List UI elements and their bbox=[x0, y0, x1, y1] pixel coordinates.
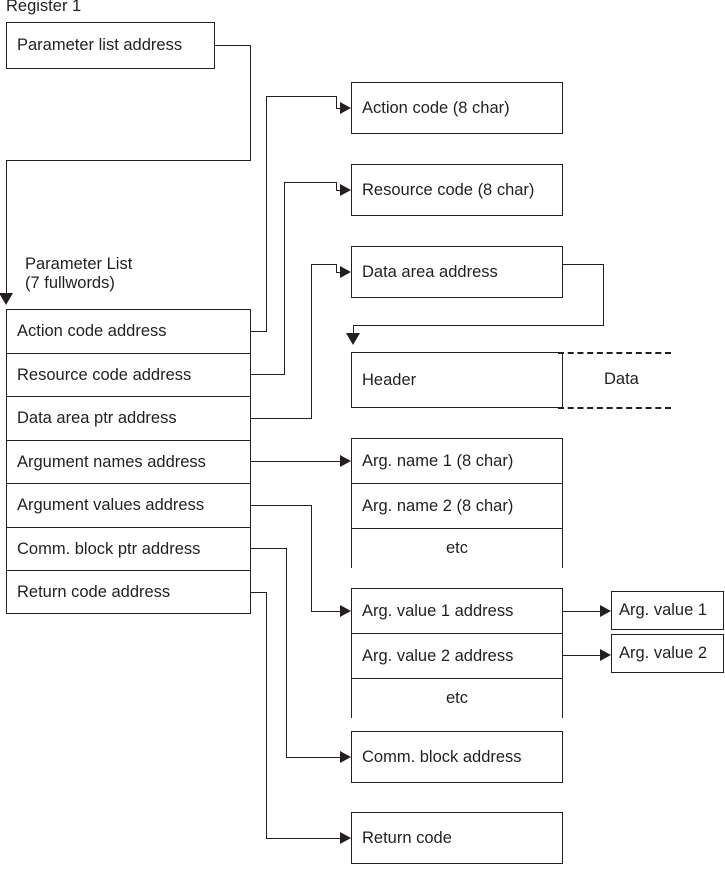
param-row-data-area-ptr-address: Data area ptr address bbox=[17, 409, 177, 428]
data-area-dashed-top bbox=[558, 352, 671, 354]
connector-argvalue1 bbox=[563, 611, 607, 612]
resource-code-box: Resource code (8 char) bbox=[351, 164, 563, 216]
connector-argvalues-in bbox=[311, 611, 347, 612]
arg-value-1-box: Arg. value 1 bbox=[611, 591, 724, 630]
param-row-argument-values-address: Argument values address bbox=[17, 496, 205, 515]
table-row: Arg. value 2 address bbox=[351, 633, 563, 678]
arrow-return-code-icon bbox=[340, 832, 351, 844]
data-label: Data bbox=[604, 370, 639, 388]
table-row: Comm. block ptr address bbox=[6, 526, 251, 570]
argument-values-table: Arg. value 1 address Arg. value 2 addres… bbox=[351, 588, 563, 718]
data-area-dashed-bottom bbox=[558, 406, 671, 409]
connector-dataarea-left bbox=[353, 325, 604, 326]
table-row: Argument names address bbox=[6, 439, 251, 483]
header-label: Header bbox=[362, 370, 417, 389]
connector-action-out bbox=[251, 331, 267, 332]
connector-return-out bbox=[251, 592, 267, 593]
return-code-label: Return code bbox=[362, 828, 452, 847]
arrow-into-header-icon bbox=[346, 333, 360, 345]
param-row-argument-names-address: Argument names address bbox=[17, 452, 206, 471]
comm-block-address-label: Comm. block address bbox=[362, 747, 522, 766]
parameter-list-label-line1: Parameter List bbox=[25, 255, 133, 273]
connector-action-in bbox=[266, 96, 336, 97]
action-code-box: Action code (8 char) bbox=[351, 82, 563, 134]
arg-value-2-address-label: Arg. value 2 address bbox=[362, 646, 514, 665]
arrow-data-area-address-icon bbox=[340, 266, 351, 278]
table-row: Action code address bbox=[6, 309, 251, 353]
register-1-box-label: Parameter list address bbox=[17, 36, 183, 55]
connector-dataarea-out bbox=[563, 264, 604, 265]
arrow-arg-names-icon bbox=[340, 455, 351, 467]
table-row: Resource code address bbox=[6, 352, 251, 396]
arrow-resource-code-icon bbox=[340, 184, 351, 196]
param-row-return-code-address: Return code address bbox=[17, 582, 171, 601]
arg-value-1-target-label: Arg. value 1 bbox=[619, 601, 708, 620]
table-row: Argument values address bbox=[6, 483, 251, 527]
table-row: Return code address bbox=[6, 570, 251, 614]
connector-argvalues-vert bbox=[311, 505, 312, 611]
arg-values-etc-label: etc bbox=[445, 689, 468, 708]
resource-code-label: Resource code (8 char) bbox=[362, 180, 535, 199]
action-code-label: Action code (8 char) bbox=[362, 98, 510, 117]
connector-dataarea-vert bbox=[603, 264, 604, 325]
arrow-arg-value-2-icon bbox=[600, 649, 611, 661]
connector-argnames bbox=[251, 461, 347, 462]
connector-action-vert bbox=[266, 96, 267, 331]
connector-resource-in bbox=[284, 182, 336, 183]
arrow-arg-value-1-icon bbox=[600, 605, 611, 617]
register-1-box: Parameter list address bbox=[6, 22, 215, 69]
arrow-comm-block-icon bbox=[340, 751, 351, 763]
argument-names-table: Arg. name 1 (8 char) Arg. name 2 (8 char… bbox=[351, 438, 563, 568]
comm-block-address-box: Comm. block address bbox=[351, 731, 563, 783]
arg-name-1-label: Arg. name 1 (8 char) bbox=[362, 451, 514, 470]
arg-names-etc-label: etc bbox=[445, 539, 468, 558]
return-code-box: Return code bbox=[351, 812, 563, 864]
header-data-area: Header Data bbox=[351, 352, 671, 409]
connector-argvalues-out bbox=[251, 505, 312, 506]
param-row-resource-code-address: Resource code address bbox=[17, 365, 192, 384]
arrow-action-code-icon bbox=[340, 102, 351, 114]
connector-register-out bbox=[215, 45, 251, 46]
parameter-list-label-line2: (7 fullwords) bbox=[25, 274, 115, 292]
table-row: Arg. name 2 (8 char) bbox=[351, 483, 563, 528]
connector-dataptr-out bbox=[251, 418, 312, 419]
connector-resource-vert bbox=[284, 182, 285, 374]
data-area-address-box: Data area address bbox=[351, 246, 563, 298]
param-row-action-code-address: Action code address bbox=[17, 322, 167, 341]
connector-return-in bbox=[266, 838, 347, 839]
register-label: Register 1 bbox=[6, 0, 82, 15]
table-row: etc bbox=[351, 528, 563, 568]
arg-value-1-address-label: Arg. value 1 address bbox=[362, 601, 514, 620]
table-row: Arg. value 1 address bbox=[351, 588, 563, 633]
connector-register-down bbox=[250, 45, 251, 161]
arrow-arg-values-icon bbox=[340, 605, 351, 617]
arrow-into-parameter-list-icon bbox=[0, 293, 13, 305]
connector-resource-out bbox=[251, 374, 285, 375]
connector-action-drop bbox=[336, 96, 337, 108]
connector-dataptr-vert bbox=[311, 264, 312, 418]
table-row: Arg. name 1 (8 char) bbox=[351, 438, 563, 483]
connector-return-vert bbox=[266, 592, 267, 838]
header-box: Header bbox=[351, 352, 563, 408]
connector-argvalue2 bbox=[563, 655, 607, 656]
connector-comm-in bbox=[286, 757, 347, 758]
connector-dataptr-drop bbox=[336, 264, 337, 272]
connector-dataptr-in bbox=[311, 264, 336, 265]
arg-name-2-label: Arg. name 2 (8 char) bbox=[362, 496, 514, 515]
connector-comm-out bbox=[251, 548, 287, 549]
table-row: Data area ptr address bbox=[6, 396, 251, 440]
table-row: etc bbox=[351, 678, 563, 718]
data-area-address-label: Data area address bbox=[362, 262, 498, 281]
arg-value-2-target-label: Arg. value 2 bbox=[619, 644, 708, 663]
connector-comm-vert bbox=[286, 548, 287, 757]
parameter-list-table: Action code address Resource code addres… bbox=[6, 309, 251, 614]
param-row-comm-block-ptr-address: Comm. block ptr address bbox=[17, 539, 201, 558]
connector-register-left bbox=[6, 160, 251, 161]
connector-resource-drop bbox=[336, 182, 337, 190]
arg-value-2-box: Arg. value 2 bbox=[611, 634, 724, 673]
connector-register-to-list bbox=[6, 160, 7, 296]
connector-dataarea-drop bbox=[353, 325, 354, 335]
